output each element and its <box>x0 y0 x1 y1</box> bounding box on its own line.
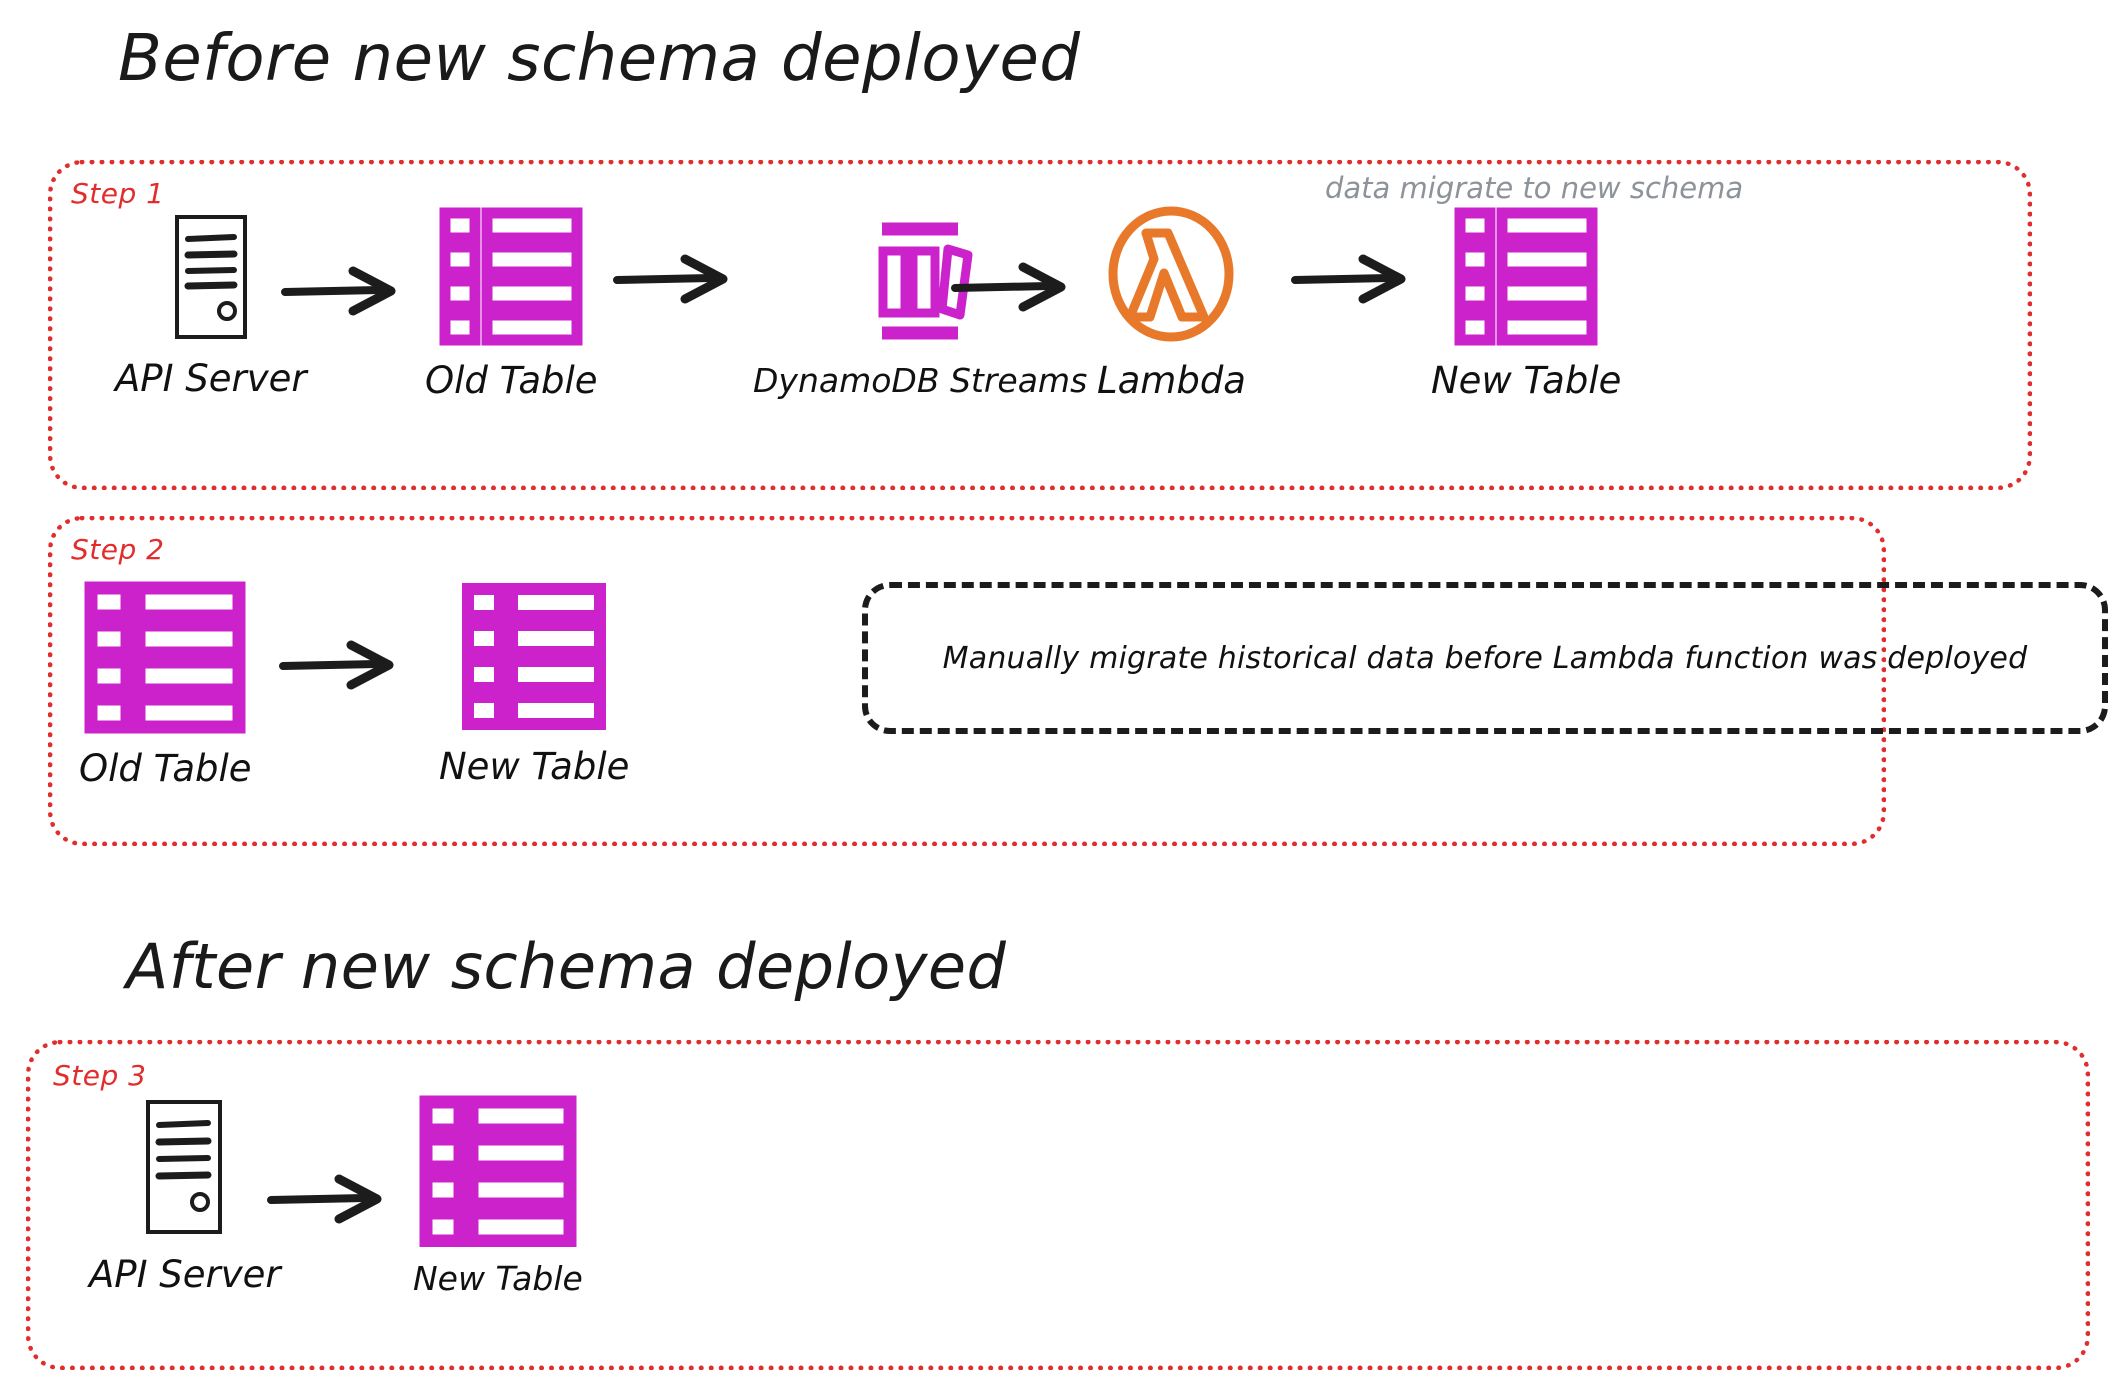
step-3-container: Step 3 API Server <box>26 1040 2090 1370</box>
node-label-dynamodb-streams: DynamoDB Streams <box>753 361 1088 400</box>
node-new-table[interactable]: New Table <box>413 1095 583 1298</box>
table-icon <box>439 207 583 347</box>
lambda-icon <box>1106 205 1236 347</box>
node-label-new-table: New Table <box>439 745 630 788</box>
table-icon <box>1454 207 1598 347</box>
node-label-api-server: API Server <box>89 1253 281 1296</box>
node-label-old-table: Old Table <box>79 747 252 790</box>
node-label-api-server: API Server <box>115 357 307 400</box>
note-box: Manually migrate historical data before … <box>862 582 2108 734</box>
note-text: Manually migrate historical data before … <box>942 640 2028 676</box>
node-label-new-table: New Table <box>413 1259 583 1298</box>
arrow-right-icon <box>613 253 733 309</box>
step-2-label: Step 2 <box>71 533 165 566</box>
table-icon <box>462 583 607 733</box>
step-1-label: Step 1 <box>71 177 165 210</box>
page-title-before: Before new schema deployed <box>118 22 1081 96</box>
node-label-lambda: Lambda <box>1097 359 1246 402</box>
arrow-right-icon <box>1291 253 1411 309</box>
page-title-after: After new schema deployed <box>126 930 1007 1003</box>
server-icon <box>142 1097 228 1241</box>
step-2-container: Step 2 Old Table <box>48 516 1886 846</box>
arrow-right-icon <box>279 639 399 695</box>
node-api-server[interactable]: API Server <box>115 213 307 400</box>
arrow-right-icon <box>267 1173 387 1229</box>
node-api-server[interactable]: API Server <box>89 1097 281 1296</box>
node-dynamodb-streams[interactable]: DynamoDB Streams <box>753 219 1087 400</box>
table-icon <box>84 581 246 735</box>
node-label-new-table: New Table <box>1431 359 1622 402</box>
arrow-right-icon <box>281 265 401 321</box>
step-3-label: Step 3 <box>53 1059 147 1092</box>
node-old-table[interactable]: Old Table <box>79 581 252 790</box>
step-1-container: Step 1 data migrate to new schema API Se… <box>48 160 2032 490</box>
annotation-data-migrate: data migrate to new schema <box>1325 171 1744 205</box>
node-new-table[interactable]: New Table <box>439 583 629 788</box>
node-new-table[interactable]: New Table <box>1431 207 1621 402</box>
node-lambda[interactable]: Lambda <box>1097 205 1246 402</box>
table-icon <box>419 1095 577 1247</box>
node-old-table[interactable]: Old Table <box>425 207 598 402</box>
server-icon <box>172 213 250 345</box>
node-label-old-table: Old Table <box>425 359 598 402</box>
dynamodb-streams-icon <box>856 219 984 349</box>
arrow-right-icon <box>951 261 1071 317</box>
